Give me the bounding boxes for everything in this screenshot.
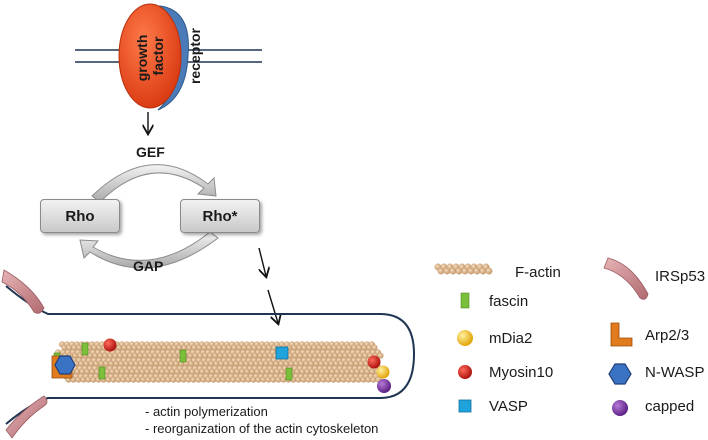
legend-irsp53-icon — [603, 257, 649, 300]
vasp-marker — [275, 346, 289, 360]
rho-inactive-box: Rho — [40, 199, 120, 233]
fascin-marker — [179, 349, 187, 363]
myosin10-marker — [367, 355, 381, 369]
growth-factor-shape — [118, 3, 182, 109]
myosin10-marker — [103, 338, 117, 352]
legend-fascin-icon — [460, 292, 470, 309]
outcome-item: - actin polymerization — [145, 404, 268, 419]
arrow-to-filopodium-1 — [258, 247, 266, 276]
actin-bead — [485, 267, 493, 275]
legend-factin-icon — [434, 263, 493, 275]
legend-arp23-icon — [610, 322, 633, 347]
legend-myosin10-label: Myosin10 — [489, 364, 554, 381]
legend-arp23-label: Arp2/3 — [645, 327, 690, 344]
rho-active-label: Rho* — [202, 207, 238, 225]
fascin-marker — [98, 366, 106, 380]
irsp53-bottom — [5, 395, 48, 439]
legend — [434, 257, 649, 416]
outcome-item: - reorganization of the actin cytoskelet… — [145, 421, 379, 436]
nwasp-marker — [54, 355, 76, 375]
legend-nwasp-label: N-WASP — [645, 364, 705, 381]
legend-fascin-label: fascin — [489, 293, 529, 310]
legend-myosin10-icon — [458, 365, 472, 379]
receptor-label: receptor — [187, 27, 203, 84]
gap-curved-arrow — [79, 231, 219, 269]
growth-factor-label: growth factor — [134, 31, 166, 82]
legend-mdia2-icon — [457, 330, 473, 346]
legend-capped-icon — [612, 400, 628, 416]
irsp53-top — [1, 269, 45, 314]
gef-curved-arrow — [91, 164, 217, 203]
legend-factin-label: F-actin — [515, 264, 561, 281]
capped-marker — [377, 379, 391, 393]
outcomes-list: - actin polymerization - reorganization … — [145, 403, 378, 437]
arrow-to-filopodium-2 — [267, 289, 278, 323]
mdia2-marker — [376, 365, 390, 379]
legend-vasp-label: VASP — [489, 398, 528, 415]
gap-label: GAP — [133, 258, 164, 274]
rho-inactive-label: Rho — [65, 207, 95, 225]
legend-capped-label: capped — [645, 398, 695, 415]
fascin-marker — [285, 367, 293, 381]
legend-vasp-icon — [458, 399, 472, 413]
actin-bead — [377, 352, 384, 359]
gef-label: GEF — [136, 144, 165, 160]
rho-active-box: Rho* — [180, 199, 260, 233]
fascin-marker — [81, 342, 89, 356]
legend-irsp53-label: IRSp53 — [655, 268, 706, 285]
legend-nwasp-icon — [608, 363, 632, 385]
legend-mdia2-label: mDia2 — [489, 330, 533, 347]
actin-filament-bundle — [55, 341, 386, 383]
